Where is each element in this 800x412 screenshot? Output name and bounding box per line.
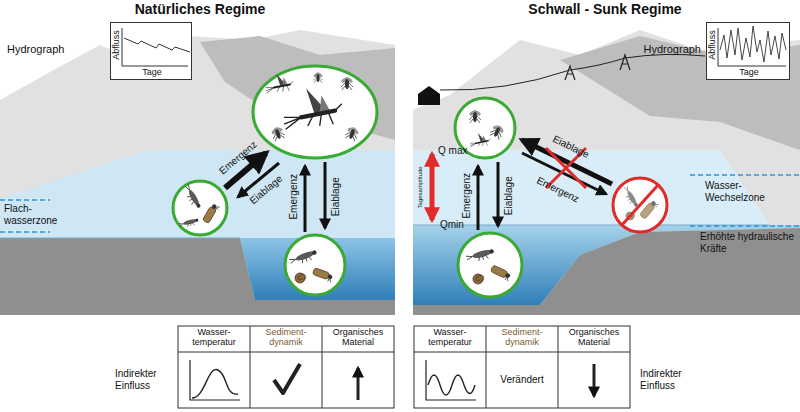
- hydrograph-heading: Hydrograph: [7, 43, 103, 55]
- influence-table: [426, 360, 476, 400]
- left-landscape: [0, 238, 240, 239]
- organism-circle: [458, 233, 522, 297]
- flux-arrow: [497, 162, 500, 226]
- organism-circle: [266, 74, 293, 93]
- organism-circle: [473, 274, 484, 284]
- axis-label: Tage: [117, 68, 187, 78]
- right-landscape: [413, 30, 800, 315]
- hydrograph-plot: [110, 22, 790, 80]
- power-plant: [620, 55, 630, 70]
- power-plant: [440, 54, 705, 90]
- organism-circle: [312, 268, 334, 283]
- hydrograph-plot: [124, 38, 190, 52]
- daily-amplitude-arrow: [432, 154, 433, 220]
- organism-circle: [458, 233, 522, 297]
- influence-table: [192, 369, 238, 398]
- panel-title: Natürliches Regime: [100, 1, 300, 17]
- row-label: Indirekter Einfluss: [115, 368, 173, 391]
- blocked-cross: [546, 148, 586, 188]
- organism-circle: [285, 235, 345, 295]
- organism-circle: [202, 203, 219, 225]
- change-zone-dashes: [690, 175, 800, 226]
- left-landscape: [0, 30, 395, 315]
- influence-table: [357, 368, 360, 400]
- axis-label: Abfluss: [708, 23, 718, 67]
- organism-circle: [269, 125, 286, 142]
- shallow-zone-dashes: [0, 200, 50, 232]
- right-landscape: [413, 30, 800, 315]
- organism-circle: [469, 109, 482, 123]
- influence-table: [190, 360, 240, 400]
- organism-circle: [284, 89, 342, 130]
- influence-table: [593, 364, 596, 396]
- change-zone-dashes: [690, 175, 800, 226]
- organism-circle: [295, 273, 306, 283]
- power-plant: [565, 66, 575, 80]
- influence-table: [414, 326, 630, 408]
- organism-circle: [344, 125, 361, 142]
- row-label: Indirekter Einfluss: [640, 368, 700, 391]
- organism-circle: [173, 181, 227, 235]
- flux-arrow: [522, 140, 612, 184]
- organism-circle: [173, 181, 227, 235]
- flux-arrow: [477, 166, 480, 230]
- organism-circle: [313, 72, 323, 83]
- left-landscape: [0, 30, 395, 315]
- axis-label: Abfluss: [112, 23, 122, 67]
- flux-arrow: [522, 153, 606, 194]
- influence-table: [414, 326, 630, 408]
- hydrograph-heading: Hydrograph: [607, 43, 701, 55]
- organism-circle: [455, 98, 515, 158]
- lost-habitat-circle: [613, 178, 667, 232]
- hydrograph-plot: [720, 26, 786, 62]
- shallow-zone-dashes: [0, 200, 50, 232]
- organism-circle: [489, 122, 507, 140]
- daily-amplitude-arrow: [430, 154, 435, 220]
- right-landscape: [413, 228, 800, 315]
- hydrograph-box: HydrographAbflussTage: [110, 22, 192, 80]
- axis-label: Tage: [714, 68, 784, 78]
- organism-circle: [466, 248, 496, 264]
- influence-table: [274, 364, 300, 393]
- influence-table: [414, 326, 630, 408]
- power-plant: [418, 54, 705, 105]
- right-landscape: [413, 150, 770, 225]
- power-plant: [418, 86, 440, 105]
- organism-circle: [490, 265, 512, 281]
- organism-circle: [182, 184, 202, 210]
- influence-table: [178, 326, 394, 408]
- organism-circle: [179, 218, 200, 229]
- influence-table: [428, 375, 475, 395]
- organism-circle: [285, 235, 345, 295]
- lost-habitat-circle: [613, 178, 667, 232]
- flux-arrow: [225, 153, 266, 188]
- blocked-cross: [546, 148, 586, 188]
- organism-circle: [455, 98, 515, 158]
- influence-table: [178, 326, 394, 408]
- left-landscape: [0, 150, 395, 238]
- panel-title: Schwall - Sunk Regime: [505, 1, 705, 17]
- lost-habitat-circle: [621, 184, 659, 226]
- hydrograph-box: HydrographAbflussTage: [706, 22, 790, 80]
- organism-circle: [253, 66, 377, 158]
- lost-habitat-circle: [621, 186, 639, 209]
- organism-circle: [253, 66, 377, 158]
- flux-arrow: [225, 140, 612, 232]
- flux-arrow: [324, 162, 327, 228]
- flux-arrow: [238, 163, 279, 197]
- flux-arrow: [304, 166, 307, 232]
- hydrograph-plot: [706, 22, 790, 80]
- hydrograph-plot: [110, 22, 192, 80]
- organism-circle: [341, 76, 354, 90]
- organism-circle: [289, 249, 319, 267]
- influence-table: [178, 326, 394, 408]
- organism-circle: [470, 133, 490, 147]
